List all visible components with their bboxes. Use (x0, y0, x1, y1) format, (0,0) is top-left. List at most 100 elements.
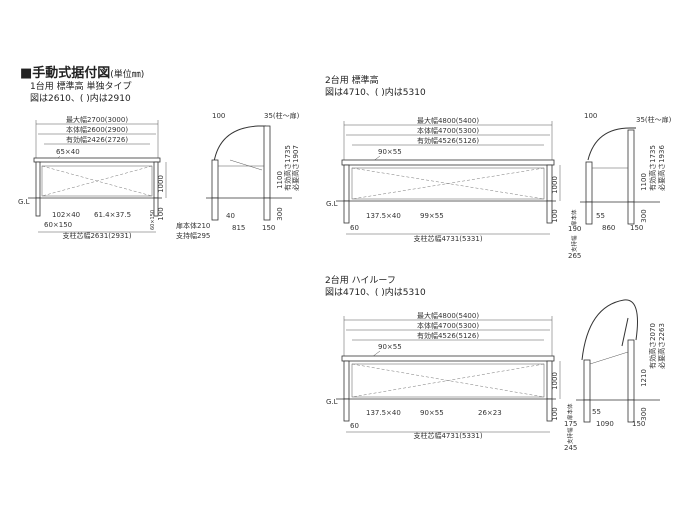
d2-side-150: 150 (630, 224, 643, 232)
d3-side-base1: 扉本体 (566, 403, 574, 420)
d2-side-base1-value: 190 (568, 225, 581, 233)
d2-beam-size: 90×55 (378, 148, 402, 156)
d1-side-150: 150 (262, 224, 275, 232)
diagram2-subheading: 図は4710、( )内は5310 (325, 88, 426, 98)
d3-side-h1: 1210 (640, 369, 648, 387)
diagram2-side-view: 100 35(柱～扉) 1100 有効高さ1735 必要高さ1936 300 5… (568, 112, 672, 260)
d1-width-max: 最大幅2700(3000) (66, 115, 128, 124)
diagram1-heading: 1台用 標準高 単独タイプ (30, 82, 132, 92)
d2-side-base2-value: 265 (568, 252, 581, 260)
d3-side-h3: 必要高さ2263 (657, 323, 666, 369)
d2-side-top: 100 (584, 112, 597, 120)
d1-foot-size: 60×150 (44, 221, 72, 229)
d3-post-size: 137.5×40 (366, 409, 401, 417)
d3-ground-label: G.L (326, 398, 338, 406)
d2-depth: 100 (551, 209, 559, 222)
page-title: ■手動式据付図(単位㎜) (20, 66, 145, 81)
d1-beam-size: 65×40 (56, 148, 80, 156)
d2-roof (587, 127, 636, 161)
d1-depth: 100 (157, 207, 165, 220)
diagram1-subheading: 図は2610、( )内は2910 (30, 94, 131, 104)
d3-side-150: 150 (632, 420, 645, 428)
d3-brace-size: 90×55 (420, 409, 444, 417)
d2-side-base1: 扉本体 (570, 209, 578, 226)
d1-side-815: 815 (232, 224, 245, 232)
d3-width-max: 最大幅4800(5400) (417, 311, 479, 320)
d2-ground-label: G.L (326, 200, 338, 208)
d1-side-top: 100 (212, 112, 225, 120)
d1-side-base2: 支持幅295 (176, 231, 210, 240)
d1-side-post-front (211, 159, 219, 199)
d2-height: 1000 (551, 176, 559, 194)
d3-side-base2: 支持幅 (566, 427, 574, 444)
diagram1-front-view: 最大幅2700(3000) 本体幅2600(2900) 有効幅2426(2726… (18, 115, 167, 240)
d2-width-effective: 有効幅4526(5126) (417, 136, 479, 145)
d2-span: 支柱芯幅4731(5331) (413, 234, 482, 243)
d2-width-max: 最大幅4800(5400) (417, 116, 479, 125)
d1-foot-size-side: 60×150 (150, 210, 156, 230)
d3-side-base1-value: 175 (564, 420, 577, 428)
d3-roof (581, 299, 638, 361)
d3-beam (341, 355, 555, 362)
d1-ground-label: G.L (18, 198, 30, 206)
d2-side-h2: 有効高さ1735 (648, 145, 657, 191)
d1-brace-size: 61.4×37.5 (94, 211, 131, 219)
d3-side-post-rear (627, 339, 635, 401)
d2-width-body: 本体幅4700(5300) (417, 126, 479, 135)
d2-side-h3: 必要高さ1936 (657, 145, 666, 191)
d3-side-h4: 300 (640, 407, 648, 420)
diagram3-front-view: 最大幅4800(5400) 本体幅4700(5300) 有効幅4526(5126… (326, 311, 561, 440)
d1-side-h3: 必要高さ1907 (291, 145, 300, 191)
d1-side-h1: 1100 (276, 171, 284, 189)
d3-post-left (343, 360, 350, 400)
d1-side-h4: 300 (276, 207, 284, 220)
d1-footing-right (153, 197, 159, 217)
d2-foot-60: 60 (350, 224, 359, 232)
d3-brace2-size: 26×23 (478, 409, 502, 417)
d1-side-base1: 扉本体210 (176, 221, 210, 230)
d1-footing-left (35, 197, 41, 217)
d1-side-40: 40 (226, 212, 235, 220)
d3-beam-size: 90×55 (378, 343, 402, 351)
d2-post-size: 137.5×40 (366, 212, 401, 220)
d1-side-overhang: 35(柱～扉) (264, 111, 300, 120)
d2-post-left (343, 164, 350, 202)
d3-span: 支柱芯幅4731(5331) (413, 431, 482, 440)
d3-foot-60: 60 (350, 422, 359, 430)
d3-height: 1000 (551, 372, 559, 390)
d1-width-effective: 有効幅2426(2726) (66, 135, 128, 144)
d1-post-left (35, 161, 41, 199)
d2-side-post-rear (627, 129, 635, 203)
d2-side-overhang: 35(柱～扉) (636, 115, 672, 124)
d1-width-body: 本体幅2600(2900) (66, 125, 128, 134)
d3-side-55: 55 (592, 408, 601, 416)
d1-span: 支柱芯幅2631(2931) (62, 231, 131, 240)
d2-side-base2: 支持幅 (570, 235, 578, 252)
d1-height: 1000 (157, 175, 165, 193)
d2-side-860: 860 (602, 224, 615, 232)
d3-side-h2: 有効高さ2070 (648, 323, 657, 369)
diagram2-front-view: 最大幅4800(5400) 本体幅4700(5300) 有効幅4526(5126… (326, 116, 561, 243)
d1-side-post-rear (263, 125, 271, 199)
d2-side-55: 55 (596, 212, 605, 220)
d1-post-size: 102×40 (52, 211, 80, 219)
diagram3-heading: 2台用 ハイルーフ (325, 276, 396, 286)
d1-roof (213, 125, 266, 163)
diagram3-side-view: 1210 有効高さ2070 必要高さ2263 300 55 1090 150 扉… (564, 299, 666, 452)
d3-side-1090: 1090 (596, 420, 614, 428)
d3-width-body: 本体幅4700(5300) (417, 321, 479, 330)
d2-side-post-front (585, 161, 593, 203)
title-unit: (単位㎜) (110, 70, 145, 80)
d3-side-post-front (583, 359, 591, 401)
d2-beam (341, 159, 555, 166)
d1-beam (33, 157, 161, 163)
diagram2-heading: 2台用 標準高 (325, 76, 379, 86)
d1-side-h2: 有効高さ1735 (283, 145, 292, 191)
diagram3-subheading: 図は4710、( )内は5310 (325, 288, 426, 298)
d3-width-effective: 有効幅4526(5126) (417, 331, 479, 340)
diagram1-side-view: 100 35(柱～扉) 1100 有効高さ1735 必要高さ1907 300 4… (176, 111, 300, 240)
d2-side-h4: 300 (640, 209, 648, 222)
d3-side-base2-value: 245 (564, 444, 577, 452)
d2-brace-size: 99×55 (420, 212, 444, 220)
